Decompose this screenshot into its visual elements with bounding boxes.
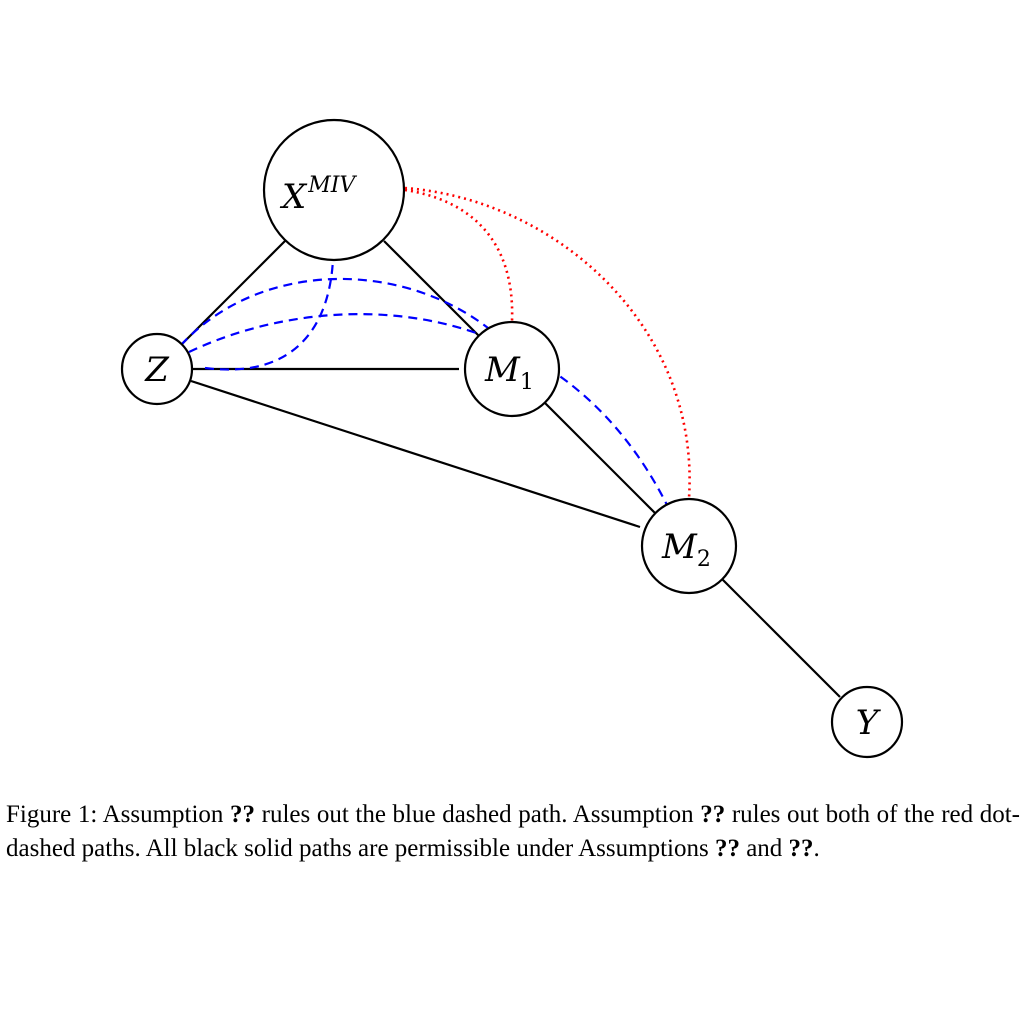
edge-xmiv-m1 bbox=[383, 240, 480, 337]
blue-dashed-arc-z-xmiv bbox=[204, 258, 335, 371]
solid-edges bbox=[180, 239, 841, 698]
caption-ref-1: ?? bbox=[230, 801, 256, 828]
figure-caption: Figure 1: Assumption ?? rules out the bl… bbox=[6, 798, 1020, 866]
node-m2-label: M2 bbox=[661, 527, 711, 572]
node-m1-sub: 1 bbox=[520, 370, 534, 395]
node-m2-circle bbox=[640, 497, 738, 595]
node-xmiv-base: X bbox=[279, 177, 308, 217]
caption-ref-2: ?? bbox=[700, 801, 726, 828]
edge-z-xmiv bbox=[180, 239, 287, 346]
node-xmiv-label: XMIV bbox=[279, 173, 357, 217]
edge-m2-y bbox=[716, 573, 841, 698]
node-m2-base: M bbox=[661, 527, 698, 567]
edge-m1-m2 bbox=[538, 396, 661, 519]
node-m1-base: M bbox=[484, 350, 521, 390]
node-y-label: Y bbox=[856, 703, 882, 743]
caption-text-1: Assumption bbox=[102, 801, 224, 828]
caption-ref-3: ?? bbox=[714, 835, 740, 862]
node-y: Y bbox=[830, 685, 904, 759]
caption-text-5: . bbox=[813, 835, 820, 862]
caption-text-2: rules out the blue dashed path. Assumpti… bbox=[261, 801, 694, 828]
node-m1: M1 bbox=[463, 320, 561, 418]
caption-text-3: rules out both of the red dot-dashed pat… bbox=[6, 801, 1021, 862]
causal-diagram: XMIV Z M1 M2 Y bbox=[120, 118, 904, 759]
node-m1-circle bbox=[463, 320, 561, 418]
node-z-label: Z bbox=[144, 350, 170, 390]
blue-dashed-arc-z-m2-lower bbox=[188, 313, 669, 508]
node-m2: M2 bbox=[640, 497, 738, 595]
caption-ref-4: ?? bbox=[788, 835, 814, 862]
node-xmiv: XMIV bbox=[262, 118, 406, 262]
node-y-circle bbox=[830, 685, 904, 759]
red-dotted-arc-xmiv-m1 bbox=[404, 188, 514, 322]
node-m1-label: M1 bbox=[484, 350, 534, 395]
node-m2-sub: 2 bbox=[697, 547, 711, 572]
node-z-circle bbox=[120, 332, 194, 406]
node-xmiv-circle bbox=[262, 118, 406, 262]
caption-label: Figure 1: bbox=[6, 801, 98, 828]
blue-dashed-paths bbox=[180, 258, 669, 508]
node-xmiv-sup: MIV bbox=[307, 173, 357, 198]
blue-dashed-arc-z-m2-upper bbox=[180, 277, 489, 346]
caption-text-4: and bbox=[746, 835, 783, 862]
node-z: Z bbox=[120, 332, 194, 406]
edge-z-m2 bbox=[190, 379, 641, 529]
